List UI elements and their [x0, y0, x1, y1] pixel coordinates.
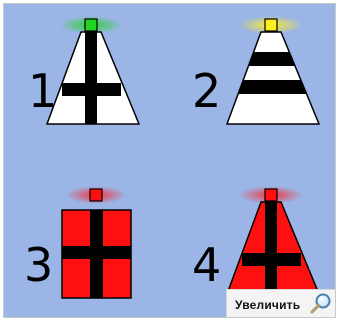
sign-4-number: 4 [192, 242, 221, 288]
sign-1-cross-horizontal [62, 83, 121, 96]
sign-1-light [85, 19, 97, 31]
sign-4-cross-vertical [265, 202, 277, 294]
sign-2-light [265, 19, 277, 31]
sign-4-light [265, 189, 277, 201]
sign-2-body [227, 32, 319, 124]
zoom-button[interactable]: Увеличить [226, 289, 336, 318]
sign-3-number: 3 [24, 242, 53, 288]
sign-4 [224, 182, 334, 302]
sign-3-cross-horizontal [62, 246, 131, 259]
zoom-button-label: Увеличить [235, 298, 300, 312]
sign-3-light [90, 189, 102, 201]
sign-2-number: 2 [192, 68, 221, 114]
magnifier-icon [309, 292, 333, 316]
sign-3 [54, 182, 154, 302]
diagram-panel: 1 2 [3, 3, 336, 318]
sign-2-stripe-1 [224, 52, 334, 66]
sign-2 [224, 12, 334, 132]
sign-1-cross-vertical [85, 32, 97, 124]
sign-4-cross-horizontal [242, 253, 301, 266]
sign-1 [44, 12, 154, 132]
